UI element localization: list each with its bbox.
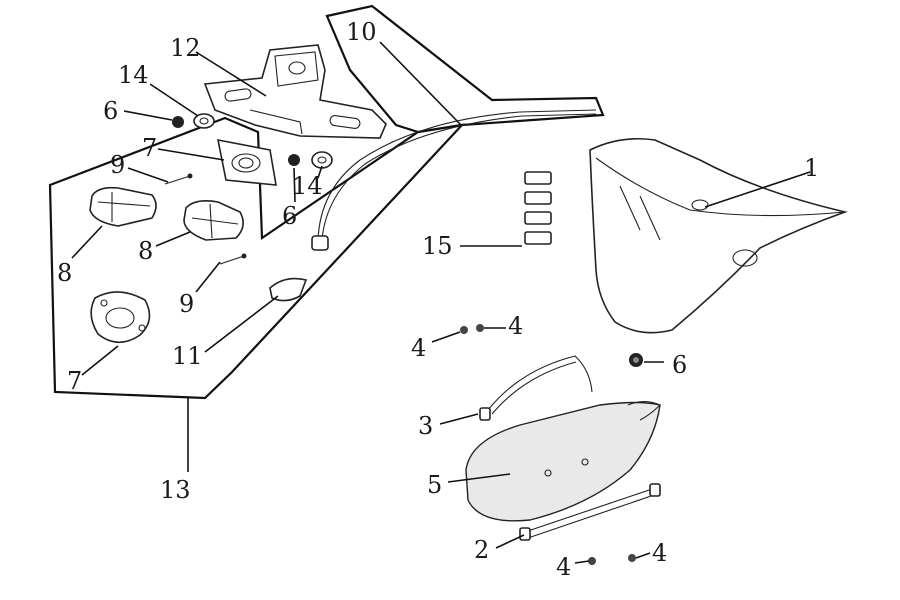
part-1-rear-fender bbox=[589, 137, 848, 334]
label-part-6-c: 6 bbox=[672, 351, 687, 379]
part-6-nut-mid bbox=[288, 154, 300, 166]
label-part-15: 15 bbox=[422, 232, 453, 260]
leader-lines bbox=[71, 41, 811, 564]
part-15-clips bbox=[524, 171, 552, 245]
label-part-2: 2 bbox=[474, 536, 489, 564]
label-part-6-a: 6 bbox=[103, 97, 118, 125]
assembly-10-frame bbox=[325, 4, 605, 134]
label-part-4-c: 4 bbox=[556, 553, 571, 581]
label-part-9-a: 9 bbox=[110, 151, 125, 179]
part-8-housing-mid bbox=[183, 200, 244, 241]
label-part-12: 12 bbox=[170, 34, 201, 62]
label-part-6-b: 6 bbox=[282, 202, 297, 230]
label-part-10: 10 bbox=[346, 18, 377, 46]
label-part-8-b: 8 bbox=[138, 237, 153, 265]
label-part-3: 3 bbox=[418, 412, 433, 440]
label-part-11: 11 bbox=[172, 342, 203, 370]
part-6-nut-right bbox=[629, 353, 643, 367]
label-part-4-b: 4 bbox=[508, 312, 523, 340]
label-part-8-a: 8 bbox=[57, 259, 72, 287]
label-part-4-a: 4 bbox=[411, 334, 426, 362]
part-8-housing-left bbox=[89, 186, 157, 227]
part-11-bulb-holder bbox=[269, 277, 308, 302]
label-part-13: 13 bbox=[160, 476, 191, 504]
part-4-screws bbox=[460, 324, 636, 565]
label-part-14-b: 14 bbox=[292, 172, 323, 200]
part-10-wire-harness bbox=[311, 109, 597, 251]
label-part-7-a: 7 bbox=[142, 134, 157, 162]
part-7-lens-upper bbox=[216, 138, 277, 186]
part-14-washer-top bbox=[193, 113, 215, 129]
label-part-7-b: 7 bbox=[67, 367, 82, 395]
part-3-strap bbox=[479, 355, 593, 421]
label-part-9-b: 9 bbox=[179, 290, 194, 318]
part-9-screw-top bbox=[164, 173, 193, 185]
label-part-5: 5 bbox=[427, 471, 442, 499]
label-part-14-a: 14 bbox=[118, 61, 149, 89]
part-7-gasket-lower bbox=[90, 291, 151, 344]
label-part-4-d: 4 bbox=[652, 539, 667, 567]
part-14-washer-mid bbox=[311, 151, 333, 169]
label-part-1: 1 bbox=[804, 154, 819, 182]
part-6-nut-top bbox=[172, 116, 184, 128]
part-2-rod bbox=[519, 483, 661, 541]
part-5-mudguard bbox=[465, 400, 661, 522]
part-9-screw-mid bbox=[219, 253, 247, 265]
part-12-plate-bracket bbox=[203, 44, 387, 139]
